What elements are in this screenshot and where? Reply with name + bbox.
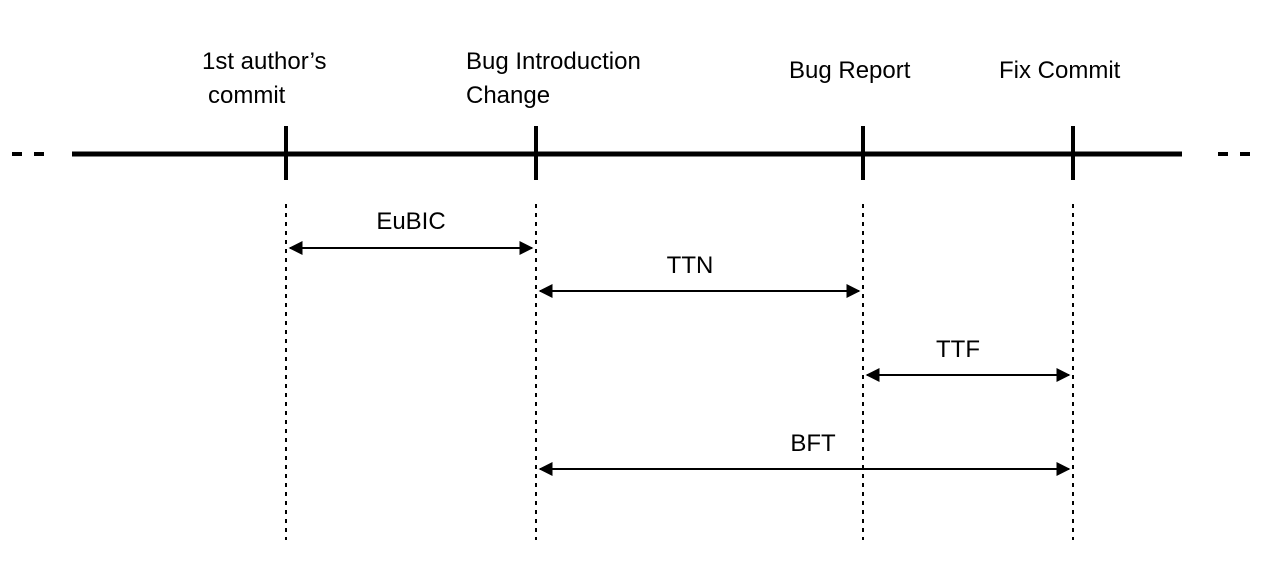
event-label-bug-report: Bug Report <box>789 57 911 84</box>
event-label-bug-introduction-change: Bug Introduction Change <box>466 48 647 109</box>
interval-label-eubic: EuBIC <box>376 208 445 235</box>
event-label-first-author-commit: 1st author’s commit <box>202 48 333 109</box>
interval-label-bft: BFT <box>790 430 836 457</box>
interval-label-ttn: TTN <box>667 252 714 279</box>
event-label-fix-commit: Fix Commit <box>999 57 1121 84</box>
interval-label-ttf: TTF <box>936 336 980 363</box>
